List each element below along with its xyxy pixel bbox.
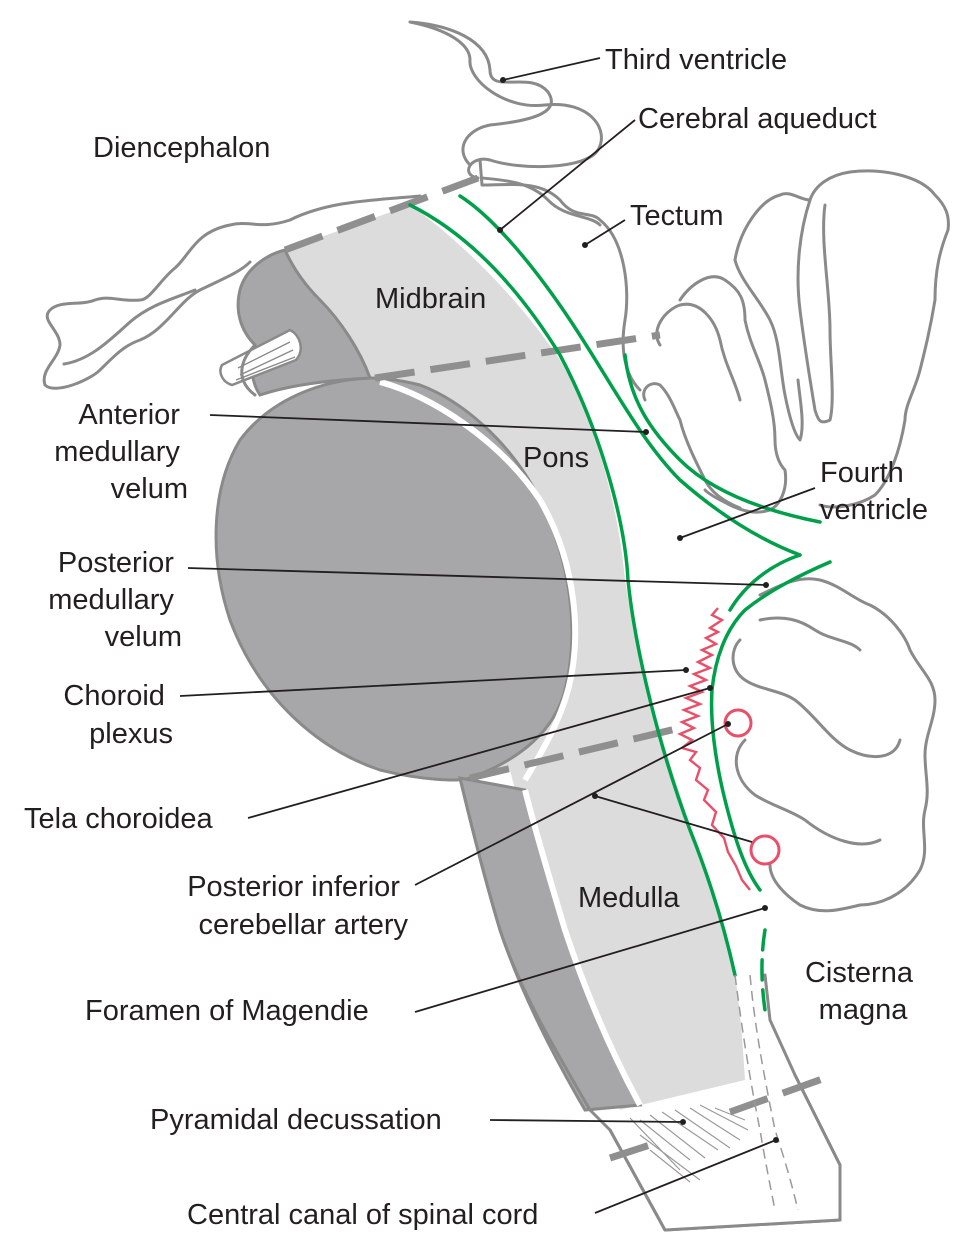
pons-medulla-boundary [469, 724, 681, 782]
cerebellar-tonsil-folium-1 [731, 638, 902, 759]
oculomotor-nerve-hatch [235, 341, 296, 381]
diencephalon-lower-outline [42, 194, 422, 390]
choroid-plexus [677, 607, 751, 891]
cerebellum-folium-1 [796, 198, 834, 424]
cerebellar-tonsil-outline [758, 577, 937, 913]
label-pyramidal-decussation: Pyramidal decussation [150, 1104, 442, 1136]
cerebellar-tonsil-folium-3 [758, 616, 862, 652]
cerebellum-folium-2 [733, 258, 804, 442]
spinal-cord-outline [458, 776, 842, 1232]
brainstem-outline [240, 343, 257, 397]
aqueduct-posterior-wall [458, 194, 802, 557]
label-foramen-of-magendie: Foramen of Magendie [85, 995, 369, 1027]
label-cisterna-magna: Cisterna magna [805, 957, 921, 1026]
medulla-spinal-boundary-right [728, 1074, 827, 1116]
brainstem-fill [285, 205, 745, 1110]
pica-circle-lower [749, 834, 781, 866]
label-tela-choroidea: Tela choroidea [24, 803, 213, 835]
diencephalon-outline [408, 20, 603, 180]
tectum-outline [480, 176, 602, 227]
spinal-cord-lower-fill [620, 1080, 840, 1230]
cerebellar-tonsil-folium-2 [734, 738, 882, 846]
medulla-white-rim [522, 789, 643, 1107]
diencephalon-inner-outline [62, 288, 197, 366]
label-pons: Pons [523, 442, 589, 474]
label-tectum: Tectum [630, 200, 723, 232]
label-cerebral-aqueduct: Cerebral aqueduct [638, 103, 877, 135]
medulla-spinal-boundary-left [608, 1141, 652, 1162]
central-canal-line [734, 974, 799, 1211]
cerebellum-outline [733, 169, 950, 509]
anterior-medullary-velum-membrane [623, 353, 822, 524]
cerebellum-folium-5 [655, 302, 742, 402]
label-fourth-ventricle: Fourth ventricle [820, 457, 928, 526]
cerebellum-folium-4 [642, 382, 742, 510]
label-anterior-medullary-velum: Anterior medullary velum [54, 399, 188, 505]
label-diencephalon: Diencephalon [93, 132, 270, 164]
leader-lines [179, 57, 816, 1214]
spinal-cord-lower-outline [608, 1073, 842, 1232]
midbrain-pons-boundary [374, 331, 661, 382]
label-midbrain: Midbrain [375, 283, 486, 315]
label-posterior-medullary-velum: Posterior medullary velum [48, 547, 182, 653]
label-pica: Posterior inferior cerebellar artery [187, 871, 408, 941]
cerebellum-folium-3 [678, 275, 788, 514]
label-third-ventricle: Third ventricle [605, 44, 787, 76]
pons-white-rim [379, 379, 579, 782]
label-choroid-plexus: Choroid plexus [63, 680, 173, 750]
label-medulla: Medulla [578, 882, 680, 914]
label-central-canal: Central canal of spinal cord [187, 1199, 538, 1231]
fourth-ventricle-roof [728, 553, 802, 612]
diencephalon-midbrain-boundary [283, 174, 480, 254]
foramen-magendie-edge [760, 928, 767, 1012]
pyramidal-decussation-hatch [629, 1104, 749, 1183]
pica-circle-upper [723, 708, 753, 738]
aqueduct-anterior-wall [408, 203, 737, 977]
